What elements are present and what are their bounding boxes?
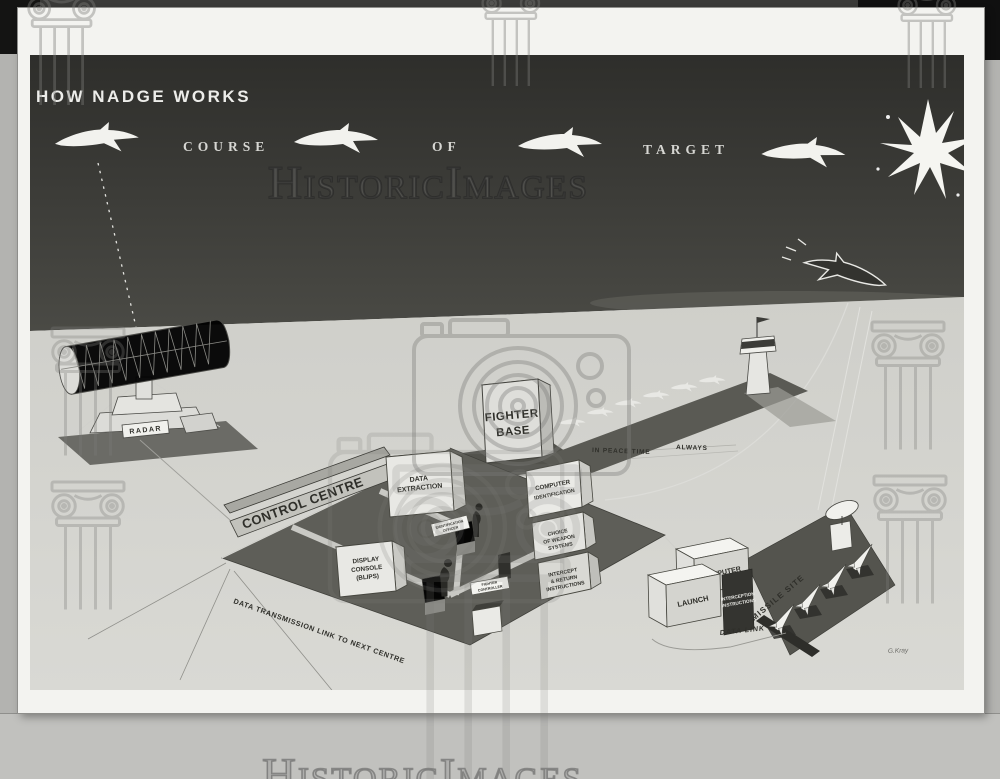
control-tower bbox=[739, 317, 836, 427]
launch-box: LAUNCH bbox=[646, 563, 722, 628]
small-console-box bbox=[471, 600, 504, 637]
tracking-dish bbox=[825, 500, 859, 552]
missile-site: MISSILE SITE bbox=[744, 500, 896, 657]
diagram-art: HOW NADGE WORKS COURSE OF TARGET bbox=[30, 55, 990, 701]
data-link-label: DATA LINK bbox=[719, 625, 765, 637]
course-of-target-line: COURSE OF TARGET bbox=[53, 120, 846, 168]
display-console-box: DISPLAY CONSOLE (BLIPS) bbox=[334, 540, 408, 598]
course-word: TARGET bbox=[643, 142, 729, 157]
course-word: COURSE bbox=[183, 139, 269, 154]
scan-bed-bottom bbox=[0, 713, 1000, 779]
photo-paper: HOW NADGE WORKS COURSE OF TARGET bbox=[18, 8, 990, 713]
target-aircraft bbox=[781, 238, 891, 297]
interception-label: INTERCEPTION bbox=[720, 591, 755, 602]
course-word: OF bbox=[432, 139, 461, 154]
radar-label: RADAR bbox=[129, 425, 162, 435]
tower-flag bbox=[757, 317, 770, 323]
interception-label: INSTRUCTIONS bbox=[721, 597, 756, 608]
always-label: ALWAYS bbox=[676, 444, 708, 452]
trajectory-lines bbox=[604, 302, 873, 518]
nadge-diagram: HOW NADGE WORKS COURSE OF TARGET bbox=[30, 55, 990, 701]
data-extraction-box: DATA EXTRACTION bbox=[384, 450, 467, 518]
diagram-title: HOW NADGE WORKS bbox=[36, 87, 251, 106]
data-link-line bbox=[651, 632, 787, 651]
signature: G.Kray bbox=[888, 647, 909, 655]
interception-instructions-panel: INTERCEPTION INSTRUCTIONS bbox=[720, 568, 756, 636]
